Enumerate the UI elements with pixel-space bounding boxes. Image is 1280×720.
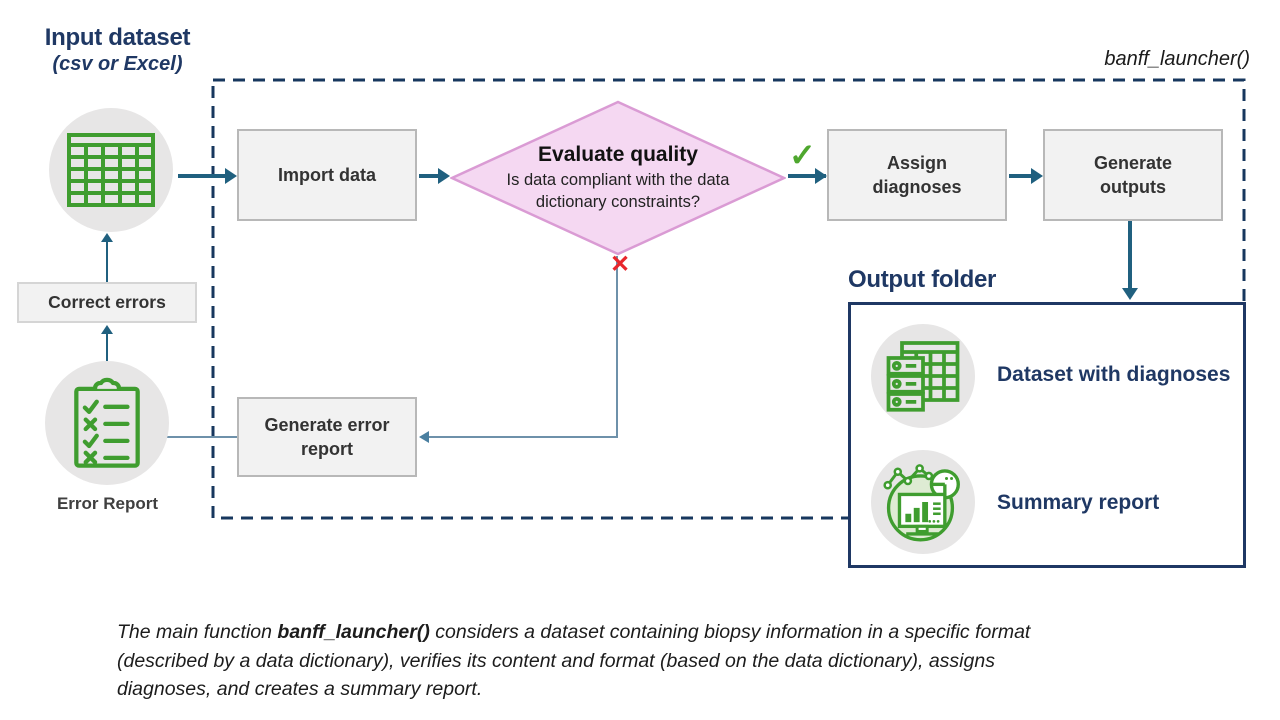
cross-icon: ✕ [610, 251, 631, 278]
diamond-shape [448, 100, 788, 256]
generate-outputs-label: Generate outputs [1093, 152, 1173, 197]
arrowhead-input-to-import [225, 168, 237, 184]
connector-errorbox-to-circle [167, 436, 237, 438]
figure-caption: The main function banff_launcher() consi… [117, 618, 1082, 704]
import-data-node: Import data [237, 129, 417, 221]
arrowhead-outputs-to-folder [1122, 288, 1138, 300]
arrowhead-no-to-error-report [419, 431, 429, 443]
dataset-table-icon [886, 341, 960, 412]
caption-function-name: banff_launcher() [277, 621, 430, 643]
arrowhead-assign-to-outputs [1031, 168, 1043, 184]
arrowhead-import-to-evaluate [438, 168, 450, 184]
error-report-label: Error Report [56, 494, 159, 513]
input-dataset-circle [49, 108, 173, 232]
evaluate-quality-title: Evaluate quality [538, 143, 698, 167]
arrow-outputs-to-folder [1128, 221, 1132, 289]
generate-error-report-node: Generate error report [237, 397, 417, 477]
output-folder-title: Output folder [848, 266, 997, 293]
arrowhead-correct-to-input [101, 233, 113, 242]
arrow-correct-to-input [106, 240, 108, 282]
generate-outputs-node: Generate outputs [1043, 129, 1223, 221]
arrow-error-to-correct [106, 332, 108, 361]
import-data-label: Import data [277, 164, 376, 185]
generate-error-report-label: Generate error report [264, 414, 390, 459]
output-folder-box: Dataset with diagnoses [848, 302, 1246, 568]
arrow-assign-to-outputs [1009, 174, 1033, 178]
input-dataset-subtitle: (csv or Excel) [52, 53, 183, 75]
summary-report-icon [883, 464, 960, 542]
clipboard-checklist-icon [74, 377, 140, 468]
input-table-icon [67, 133, 155, 207]
caption-post: considers a dataset containing biopsy in… [117, 621, 1031, 701]
summary-report-circle [871, 450, 975, 554]
input-dataset-title: Input dataset [44, 24, 191, 51]
arrow-evaluate-to-assign [788, 174, 826, 178]
caption-pre: The main function [117, 621, 278, 643]
function-boundary-dashed-box [211, 78, 1246, 520]
arrow-input-to-import [178, 174, 226, 178]
function-name-label: banff_launcher() [1104, 48, 1250, 70]
check-icon: ✓ [789, 137, 816, 173]
error-report-circle [45, 361, 169, 485]
summary-report-label: Summary report [997, 491, 1160, 514]
correct-errors-node: Correct errors [17, 282, 197, 323]
assign-diagnoses-label: Assign diagnoses [872, 152, 962, 197]
dataset-diagnoses-circle [871, 324, 975, 428]
evaluate-quality-node: Evaluate quality Is data compliant with … [448, 100, 788, 256]
correct-errors-label: Correct errors [48, 291, 166, 312]
connector-evaluate-no-vertical [616, 256, 618, 437]
dataset-diagnoses-label: Dataset with diagnoses [997, 363, 1231, 386]
connector-evaluate-no-horizontal [428, 436, 618, 438]
arrow-import-to-evaluate [419, 174, 439, 178]
arrowhead-evaluate-to-assign [815, 168, 827, 184]
assign-diagnoses-node: Assign diagnoses [827, 129, 1007, 221]
arrowhead-error-to-correct [101, 325, 113, 334]
evaluate-quality-question: Is data compliant with the data dictiona… [506, 171, 730, 211]
